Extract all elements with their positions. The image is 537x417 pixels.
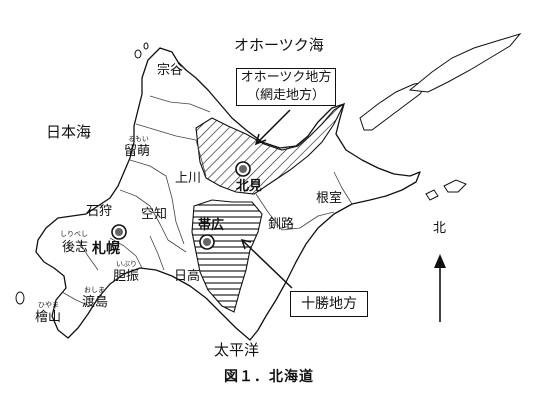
obihiro-marker (199, 234, 215, 250)
north-label: 北 (433, 221, 447, 236)
nemuro-label: 根室 (316, 191, 343, 206)
tokachi-region-lines (191, 199, 263, 313)
sapporo-marker (111, 224, 127, 240)
okushiri-island (15, 291, 25, 305)
sapporo-label: 札幌 (92, 241, 120, 257)
hidaka-label: 日高 (174, 269, 201, 284)
rumoi-ruby: るもい (128, 135, 149, 143)
pacific-label: 太平洋 (214, 341, 260, 359)
tokachi-region-callout: 十勝地方 (290, 291, 368, 317)
shiribeshi-label: 後志 (62, 240, 89, 255)
soya-label: 宗谷 (157, 63, 184, 78)
okhotsk-region-callout: オホーツク地方 （網走地方） (236, 68, 336, 106)
okhotsk-callout-line2: （網走地方） (246, 87, 325, 103)
hiyama-ruby: ひやま (38, 301, 59, 309)
iburi-ruby: いぶり (116, 260, 137, 268)
figure-caption: 図１．北海道 (224, 369, 314, 385)
tokachi-obihiro-label: 帯広 (198, 218, 225, 233)
rebun-island (143, 42, 149, 50)
japan-sea-label: 日本海 (46, 123, 92, 141)
kushiro-label: 釧路 (268, 217, 295, 232)
okhotsk-sea-label: オホーツク海 (234, 36, 324, 54)
okhotsk-callout-line1: オホーツク地方 (240, 70, 332, 85)
rishiri-island (134, 49, 142, 59)
oshima-ruby: おしま (84, 286, 105, 294)
hiyama-label: 檜山 (35, 310, 62, 325)
tokachi-callout-text: 十勝地方 (301, 296, 357, 312)
kamikawa-label: 上川 (175, 171, 202, 186)
habomai-island (425, 189, 439, 201)
kunashiri-island (359, 81, 430, 131)
etorofu-island (408, 33, 522, 93)
sorachi-label: 空知 (141, 207, 168, 222)
rumoi-label: 留萌 (124, 144, 151, 159)
kitami-marker (235, 161, 251, 177)
iburi-label: 胆振 (113, 269, 140, 284)
shiribeshi-ruby: しりべし (60, 230, 88, 238)
callout-arrows (240, 109, 293, 289)
north-arrow (434, 254, 446, 322)
kitami-label: 北見 (236, 179, 263, 194)
oshima-label: 渡島 (82, 295, 109, 310)
okhotsk-region-hatch (195, 102, 346, 195)
shikotan-island (443, 179, 467, 193)
ishikari-label: 石狩 (86, 204, 113, 219)
region-borders (61, 95, 353, 307)
